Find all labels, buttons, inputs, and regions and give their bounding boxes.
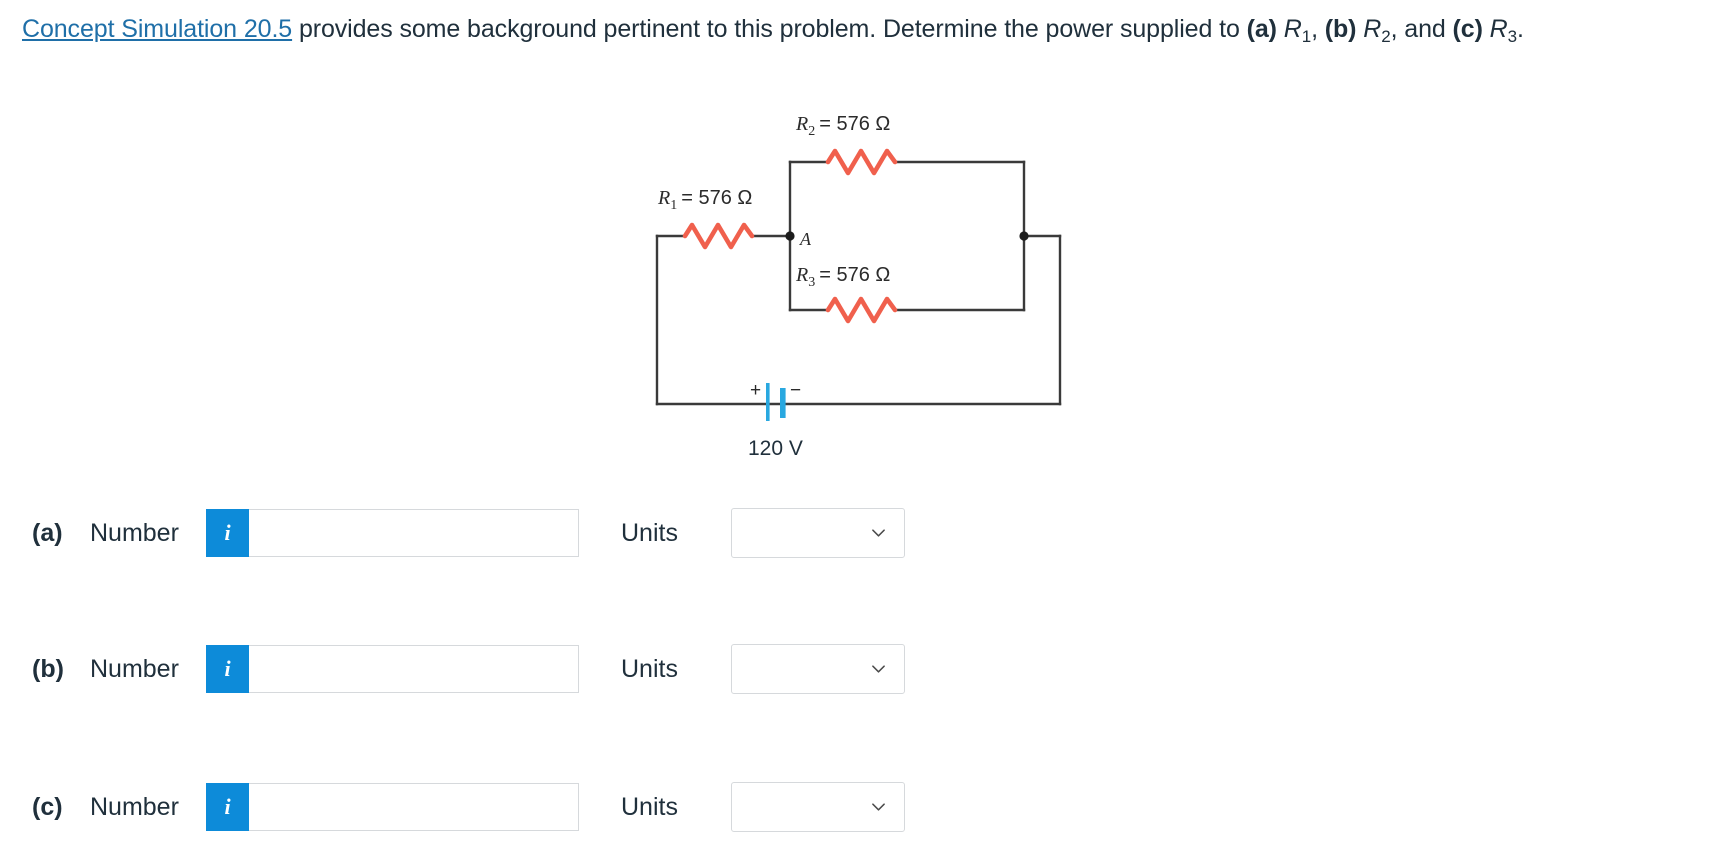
resistor-r2-label: R2= 576 Ω	[795, 113, 890, 139]
chevron-down-icon	[871, 800, 886, 815]
answer-row-c-number-input[interactable]	[249, 783, 579, 831]
resistor-r3-label: R3= 576 Ω	[795, 264, 890, 290]
answer-row-b-units-label: Units	[621, 654, 678, 683]
prompt-separator-1: ,	[1311, 15, 1325, 43]
answer-row-b-letter: (b)	[32, 654, 64, 683]
part-a-variable: R1	[1283, 15, 1312, 46]
circuit-wires	[655, 160, 1062, 406]
battery-voltage-label: 120 V	[748, 437, 803, 460]
resistor-symbols	[682, 148, 898, 324]
part-b-tag: (b)	[1324, 15, 1357, 43]
circuit-diagram-figure: R1= 576 Ω R2= 576 Ω R3= 576 Ω A + − 120 …	[600, 100, 1120, 470]
resistor-r2-zigzag	[825, 148, 898, 176]
part-c-variable: R3	[1489, 15, 1517, 46]
part-a-tag: (a)	[1246, 15, 1277, 43]
chevron-down-icon	[871, 526, 886, 541]
prompt-period: .	[1517, 15, 1524, 43]
concept-simulation-link[interactable]: Concept Simulation 20.5	[22, 15, 293, 43]
answer-row-b-number-group: i	[206, 645, 579, 693]
info-icon[interactable]: i	[206, 645, 249, 693]
answer-row-a-units-label: Units	[621, 518, 678, 547]
answer-row-a-letter: (a)	[32, 518, 63, 547]
answer-row-c-units-label: Units	[621, 792, 678, 821]
battery-symbol	[766, 383, 786, 421]
info-icon[interactable]: i	[206, 783, 249, 831]
junction-dot-a	[785, 231, 795, 241]
node-a-label: A	[799, 229, 812, 249]
answer-row-a-number-group: i	[206, 509, 579, 557]
chevron-down-icon	[871, 662, 886, 677]
junction-dot-right	[1019, 231, 1029, 241]
answer-row-b-number-input[interactable]	[249, 645, 579, 693]
answer-row-a: (a) Number i Units	[0, 503, 905, 563]
question-prompt: Concept Simulation 20.5 provides some ba…	[22, 10, 1712, 50]
resistor-r3-zigzag	[825, 296, 898, 324]
circuit-labels: R1= 576 Ω R2= 576 Ω R3= 576 Ω A + − 120 …	[657, 113, 890, 460]
part-b-variable: R2	[1363, 15, 1391, 46]
answer-row-c-units-select[interactable]	[731, 782, 905, 832]
answer-row-c-letter: (c)	[32, 792, 63, 821]
answer-row-a-units-select[interactable]	[731, 508, 905, 558]
prompt-separator-2: , and	[1390, 15, 1453, 43]
answer-row-b: (b) Number i Units	[0, 639, 905, 699]
resistor-r1-label: R1= 576 Ω	[657, 187, 752, 213]
answer-row-b-number-label: Number	[90, 654, 179, 683]
answer-row-c-number-label: Number	[90, 792, 179, 821]
answer-row-a-number-input[interactable]	[249, 509, 579, 557]
battery-plus-sign: +	[750, 380, 761, 401]
answer-row-c: (c) Number i Units	[0, 777, 905, 837]
battery-long-plate	[766, 383, 770, 421]
resistor-r1-zigzag	[682, 222, 755, 250]
battery-minus-sign: −	[790, 380, 801, 401]
part-c-tag: (c)	[1452, 15, 1483, 43]
prompt-text-body: provides some background pertinent to th…	[292, 15, 1247, 43]
answer-row-b-units-select[interactable]	[731, 644, 905, 694]
info-icon[interactable]: i	[206, 509, 249, 557]
answer-row-c-number-group: i	[206, 783, 579, 831]
answer-row-a-number-label: Number	[90, 518, 179, 547]
battery-short-plate	[780, 388, 786, 418]
